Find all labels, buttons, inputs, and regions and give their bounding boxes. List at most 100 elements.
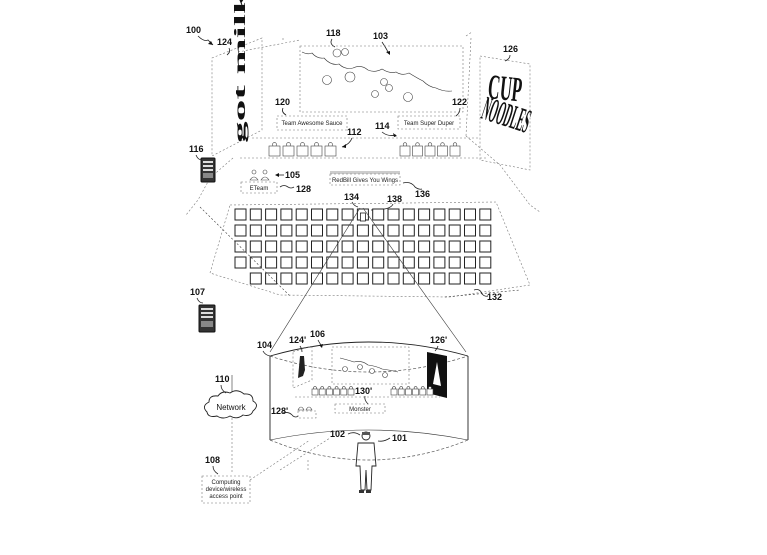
seat[interactable] bbox=[311, 256, 323, 269]
seat-occupant-marker bbox=[359, 212, 366, 222]
seat[interactable] bbox=[295, 224, 308, 237]
seat[interactable] bbox=[402, 208, 415, 221]
seat[interactable] bbox=[402, 224, 415, 237]
seat[interactable] bbox=[326, 208, 339, 221]
ref-138: 138 bbox=[387, 194, 402, 204]
seat[interactable] bbox=[280, 208, 293, 221]
creature bbox=[380, 78, 388, 86]
seat[interactable] bbox=[464, 224, 476, 237]
seat[interactable] bbox=[311, 224, 323, 237]
server-slot bbox=[203, 161, 213, 163]
seat[interactable] bbox=[341, 224, 354, 237]
seat[interactable] bbox=[418, 256, 431, 269]
seat[interactable] bbox=[402, 240, 415, 253]
seat[interactable] bbox=[326, 256, 339, 269]
seat[interactable] bbox=[418, 224, 431, 237]
seat[interactable] bbox=[433, 208, 446, 221]
seat[interactable] bbox=[265, 272, 278, 285]
main-screen: 118 103 bbox=[299, 28, 464, 113]
seat[interactable] bbox=[311, 208, 323, 221]
arrow-head bbox=[342, 144, 346, 148]
seat[interactable] bbox=[249, 256, 262, 269]
seat[interactable] bbox=[372, 208, 385, 221]
seat[interactable] bbox=[418, 272, 431, 285]
seat[interactable] bbox=[402, 256, 415, 269]
seat[interactable] bbox=[479, 256, 492, 269]
tick bbox=[465, 31, 473, 37]
seat[interactable] bbox=[249, 208, 262, 221]
seat[interactable] bbox=[479, 224, 492, 237]
seat[interactable] bbox=[433, 272, 446, 285]
seat[interactable] bbox=[326, 272, 339, 285]
seat[interactable] bbox=[387, 208, 400, 221]
seat[interactable] bbox=[356, 256, 369, 269]
seat[interactable] bbox=[448, 256, 461, 269]
seat[interactable] bbox=[295, 240, 308, 253]
seat[interactable] bbox=[372, 272, 385, 285]
seat[interactable] bbox=[372, 240, 385, 253]
seat[interactable] bbox=[311, 240, 323, 253]
seat[interactable] bbox=[341, 208, 354, 221]
seat[interactable] bbox=[418, 208, 431, 221]
seat[interactable] bbox=[265, 224, 278, 237]
team-a-label: Team Awesome Sauce bbox=[282, 121, 344, 127]
seat[interactable] bbox=[280, 272, 293, 285]
seat[interactable] bbox=[234, 224, 247, 237]
seat[interactable] bbox=[234, 256, 247, 269]
arena-frame bbox=[185, 31, 541, 216]
seat[interactable] bbox=[249, 224, 262, 237]
seat[interactable] bbox=[280, 240, 293, 253]
seat[interactable] bbox=[387, 272, 400, 285]
seat[interactable] bbox=[448, 272, 461, 285]
seat[interactable] bbox=[433, 224, 446, 237]
seat[interactable] bbox=[387, 224, 400, 237]
seat[interactable] bbox=[372, 256, 385, 269]
seat[interactable] bbox=[341, 240, 354, 253]
seat[interactable] bbox=[280, 256, 293, 269]
seat[interactable] bbox=[311, 272, 323, 285]
seat[interactable] bbox=[448, 224, 461, 237]
seat[interactable] bbox=[464, 272, 476, 285]
seat[interactable] bbox=[479, 272, 492, 285]
player-desk bbox=[347, 388, 355, 396]
ref-128-leader bbox=[279, 185, 295, 189]
seat[interactable] bbox=[464, 240, 476, 253]
seat[interactable] bbox=[341, 272, 354, 285]
seat[interactable] bbox=[433, 240, 446, 253]
ref-105: 105 bbox=[285, 170, 300, 180]
seat[interactable] bbox=[234, 240, 247, 253]
spectator-avatar bbox=[262, 169, 268, 175]
player-desk bbox=[405, 388, 412, 396]
seat[interactable] bbox=[479, 208, 492, 221]
seat[interactable] bbox=[479, 240, 492, 253]
seat[interactable] bbox=[234, 208, 247, 221]
seat[interactable] bbox=[356, 272, 369, 285]
seat[interactable] bbox=[464, 208, 476, 221]
ref-134-leader bbox=[351, 201, 359, 208]
seat[interactable] bbox=[464, 256, 476, 269]
seat[interactable] bbox=[448, 240, 461, 253]
seat[interactable] bbox=[326, 224, 339, 237]
creature bbox=[342, 366, 348, 372]
seat[interactable] bbox=[249, 240, 262, 253]
seat[interactable] bbox=[295, 256, 308, 269]
seat[interactable] bbox=[356, 224, 369, 237]
seat[interactable] bbox=[249, 272, 262, 285]
seat[interactable] bbox=[265, 208, 278, 221]
seat[interactable] bbox=[295, 272, 308, 285]
seat[interactable] bbox=[356, 240, 369, 253]
seat[interactable] bbox=[387, 240, 400, 253]
seat[interactable] bbox=[341, 256, 354, 269]
seat[interactable] bbox=[433, 256, 446, 269]
ref-108: 108 bbox=[205, 455, 220, 465]
seat[interactable] bbox=[387, 256, 400, 269]
seat[interactable] bbox=[295, 208, 308, 221]
seat[interactable] bbox=[372, 224, 385, 237]
seat[interactable] bbox=[402, 272, 415, 285]
ref-104: 104 bbox=[257, 340, 272, 350]
seat[interactable] bbox=[280, 224, 293, 237]
seat[interactable] bbox=[265, 240, 278, 253]
seat[interactable] bbox=[448, 208, 461, 221]
seat[interactable] bbox=[265, 256, 278, 269]
seat[interactable] bbox=[418, 240, 431, 253]
